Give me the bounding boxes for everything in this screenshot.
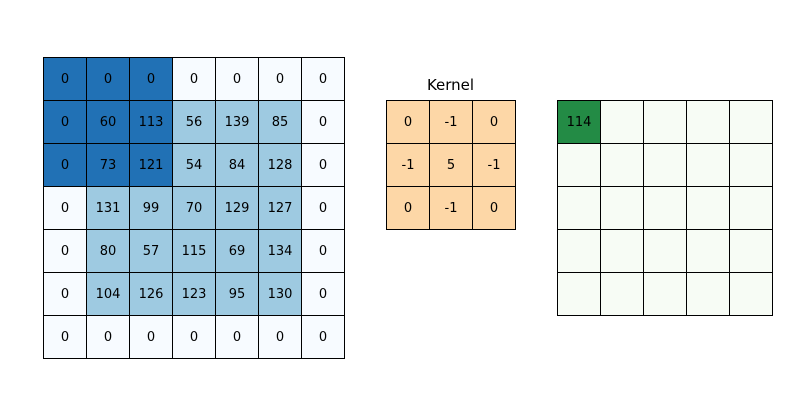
input-cell: 0 [44,273,87,316]
kernel-cell: -1 [387,144,430,187]
input-cell: 0 [216,58,259,101]
output-cell [558,273,601,316]
input-cell: 73 [87,144,130,187]
input-cell: 80 [87,230,130,273]
input-cell: 85 [259,101,302,144]
output-cell [730,101,773,144]
kernel-title: Kernel [426,76,475,94]
input-cell: 128 [259,144,302,187]
input-cell: 0 [302,144,345,187]
output-cell [601,144,644,187]
output-cell [601,273,644,316]
output-matrix: 114 [557,100,773,316]
input-cell: 0 [302,187,345,230]
input-cell: 54 [173,144,216,187]
output-cell [687,273,730,316]
input-cell: 113 [130,101,173,144]
kernel-cell: 5 [430,144,473,187]
output-cell [644,230,687,273]
input-cell: 126 [130,273,173,316]
output-cell [687,187,730,230]
input-cell: 130 [259,273,302,316]
input-cell: 0 [130,58,173,101]
kernel-cell: 0 [387,187,430,230]
input-cell: 0 [302,58,345,101]
input-cell: 0 [302,101,345,144]
output-cell [558,230,601,273]
input-cell: 0 [259,58,302,101]
kernel-cell: -1 [430,187,473,230]
input-cell: 0 [173,316,216,359]
input-cell: 134 [259,230,302,273]
input-cell: 131 [87,187,130,230]
input-cell: 0 [302,230,345,273]
output-cell: 114 [558,101,601,144]
output-cell [601,101,644,144]
output-cell [644,144,687,187]
input-cell: 0 [173,58,216,101]
input-cell: 123 [173,273,216,316]
kernel-cell: -1 [430,101,473,144]
input-cell: 0 [44,144,87,187]
input-cell: 0 [302,316,345,359]
output-cell [730,144,773,187]
output-cell [558,187,601,230]
output-cell [687,230,730,273]
input-cell: 0 [44,58,87,101]
input-cell: 60 [87,101,130,144]
input-cell: 84 [216,144,259,187]
output-cell [730,187,773,230]
input-cell: 121 [130,144,173,187]
output-cell [601,230,644,273]
output-cell [687,144,730,187]
input-cell: 139 [216,101,259,144]
input-cell: 0 [130,316,173,359]
input-cell: 0 [302,273,345,316]
output-cell [644,187,687,230]
input-cell: 57 [130,230,173,273]
input-cell: 0 [216,316,259,359]
input-cell: 99 [130,187,173,230]
input-cell: 0 [44,187,87,230]
output-cell [687,101,730,144]
kernel-cell: -1 [473,144,516,187]
input-cell: 56 [173,101,216,144]
kernel-cell: 0 [473,187,516,230]
input-cell: 129 [216,187,259,230]
output-cell [644,273,687,316]
input-cell: 0 [259,316,302,359]
output-cell [558,144,601,187]
input-cell: 0 [87,316,130,359]
input-cell: 0 [44,230,87,273]
input-cell: 69 [216,230,259,273]
output-cell [730,273,773,316]
output-cell [601,187,644,230]
input-cell: 95 [216,273,259,316]
output-cell [644,101,687,144]
input-cell: 127 [259,187,302,230]
kernel-cell: 0 [387,101,430,144]
input-cell: 104 [87,273,130,316]
input-cell: 0 [44,101,87,144]
input-cell: 70 [173,187,216,230]
kernel-cell: 0 [473,101,516,144]
output-cell [730,230,773,273]
input-cell: 0 [44,316,87,359]
input-cell: 115 [173,230,216,273]
input-cell: 0 [87,58,130,101]
